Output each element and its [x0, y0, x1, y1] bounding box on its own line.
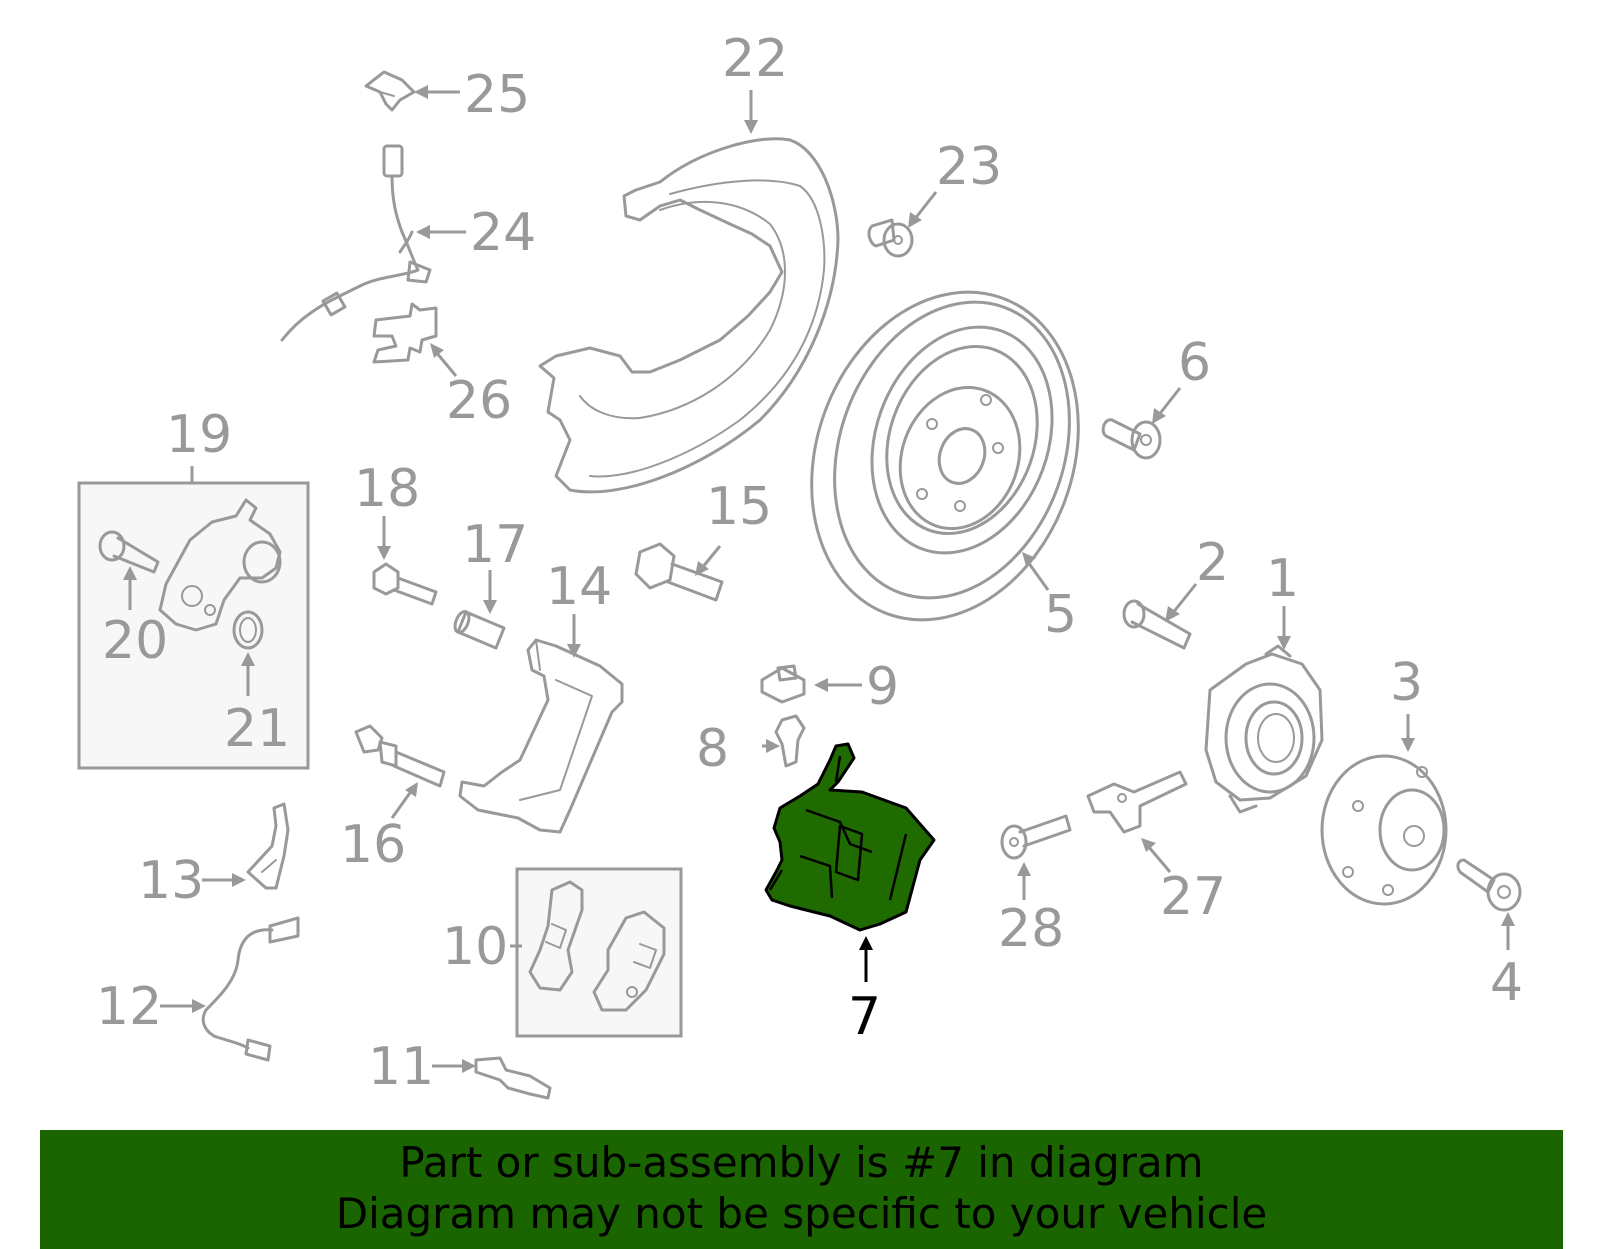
part-10-brake-pads[interactable] — [528, 880, 666, 1012]
info-banner: Part or sub-assembly is #7 in diagram Di… — [40, 1130, 1563, 1249]
part-12-wear-sensor[interactable] — [201, 916, 300, 1062]
callout-label-3[interactable]: 3 — [1390, 653, 1423, 713]
part-2-stud[interactable] — [1122, 599, 1192, 650]
part-9-nut[interactable] — [760, 664, 806, 704]
callout-label-13[interactable]: 13 — [138, 851, 204, 911]
callout-label-12[interactable]: 12 — [96, 977, 162, 1037]
callout-label-17[interactable]: 17 — [462, 515, 528, 575]
callout-labels: 1 2 3 4 5 6 7 8 9 10 11 12 13 14 15 16 1… — [96, 29, 1523, 1097]
callout-label-14[interactable]: 14 — [546, 557, 612, 617]
callout-label-9[interactable]: 9 — [866, 657, 899, 717]
part-18-bolt[interactable] — [372, 562, 438, 606]
banner-line-disclaimer: Diagram may not be specific to your vehi… — [335, 1189, 1268, 1238]
callout-label-8[interactable]: 8 — [696, 719, 729, 779]
part-17-bushing[interactable] — [452, 610, 506, 650]
callout-label-16[interactable]: 16 — [340, 815, 406, 875]
callout-label-22[interactable]: 22 — [722, 29, 788, 89]
callout-label-19[interactable]: 19 — [166, 405, 232, 465]
part-6-bolt[interactable] — [1101, 418, 1162, 460]
callout-label-21[interactable]: 21 — [224, 699, 290, 759]
part-25-clip[interactable] — [364, 70, 416, 112]
part-22-splash-shield[interactable] — [538, 137, 840, 494]
part-20-screw[interactable] — [98, 530, 160, 574]
part-13-bracket[interactable] — [246, 802, 290, 890]
callout-box-19 — [77, 481, 310, 770]
callout-label-26[interactable]: 26 — [446, 371, 512, 431]
part-14-caliper-bracket[interactable] — [458, 638, 624, 834]
callout-label-11[interactable]: 11 — [368, 1037, 434, 1097]
callout-label-25[interactable]: 25 — [464, 65, 530, 125]
callout-box-10 — [515, 867, 683, 1038]
callout-label-23[interactable]: 23 — [936, 137, 1002, 197]
part-19-parking-brake-motor[interactable] — [158, 498, 282, 632]
leader-lines — [123, 85, 1515, 1073]
part-24-sensor-harness[interactable] — [280, 144, 432, 342]
part-5-brake-rotor[interactable] — [767, 254, 1122, 657]
part-8-bleeder-screw[interactable] — [774, 714, 806, 768]
part-28-bolt[interactable] — [1000, 814, 1072, 860]
callout-label-24[interactable]: 24 — [470, 203, 536, 263]
part-11-clip[interactable] — [474, 1056, 552, 1100]
part-26-bracket[interactable] — [372, 302, 438, 364]
callout-label-28[interactable]: 28 — [998, 899, 1064, 959]
part-3-hub[interactable] — [1320, 754, 1448, 906]
part-23-bolt[interactable] — [867, 218, 914, 258]
banner-line-part: Part or sub-assembly is #7 in diagram — [399, 1138, 1204, 1187]
callout-label-18[interactable]: 18 — [354, 459, 420, 519]
part-21-o-ring[interactable] — [232, 610, 264, 650]
part-27-sensor[interactable] — [1086, 770, 1188, 834]
callout-label-10[interactable]: 10 — [442, 917, 508, 977]
callout-label-15[interactable]: 15 — [706, 477, 772, 537]
part-4-hub-bolt[interactable] — [1456, 858, 1522, 912]
parts-diagram: 1 2 3 4 5 6 7 8 9 10 11 12 13 14 15 16 1… — [77, 29, 1523, 1100]
part-1-hub-bearing[interactable] — [1204, 644, 1324, 814]
part-16-guide-pin[interactable] — [354, 724, 446, 788]
part-7-brake-caliper[interactable] — [764, 742, 936, 932]
part-15-bolt[interactable] — [634, 542, 724, 602]
callout-label-7[interactable]: 7 — [848, 987, 881, 1047]
callout-label-20[interactable]: 20 — [102, 611, 168, 671]
callout-label-5[interactable]: 5 — [1044, 585, 1077, 645]
callout-label-4[interactable]: 4 — [1490, 953, 1523, 1013]
callout-label-6[interactable]: 6 — [1178, 333, 1211, 393]
callout-label-2[interactable]: 2 — [1196, 533, 1229, 593]
callout-label-27[interactable]: 27 — [1160, 867, 1226, 927]
callout-label-1[interactable]: 1 — [1266, 549, 1299, 609]
